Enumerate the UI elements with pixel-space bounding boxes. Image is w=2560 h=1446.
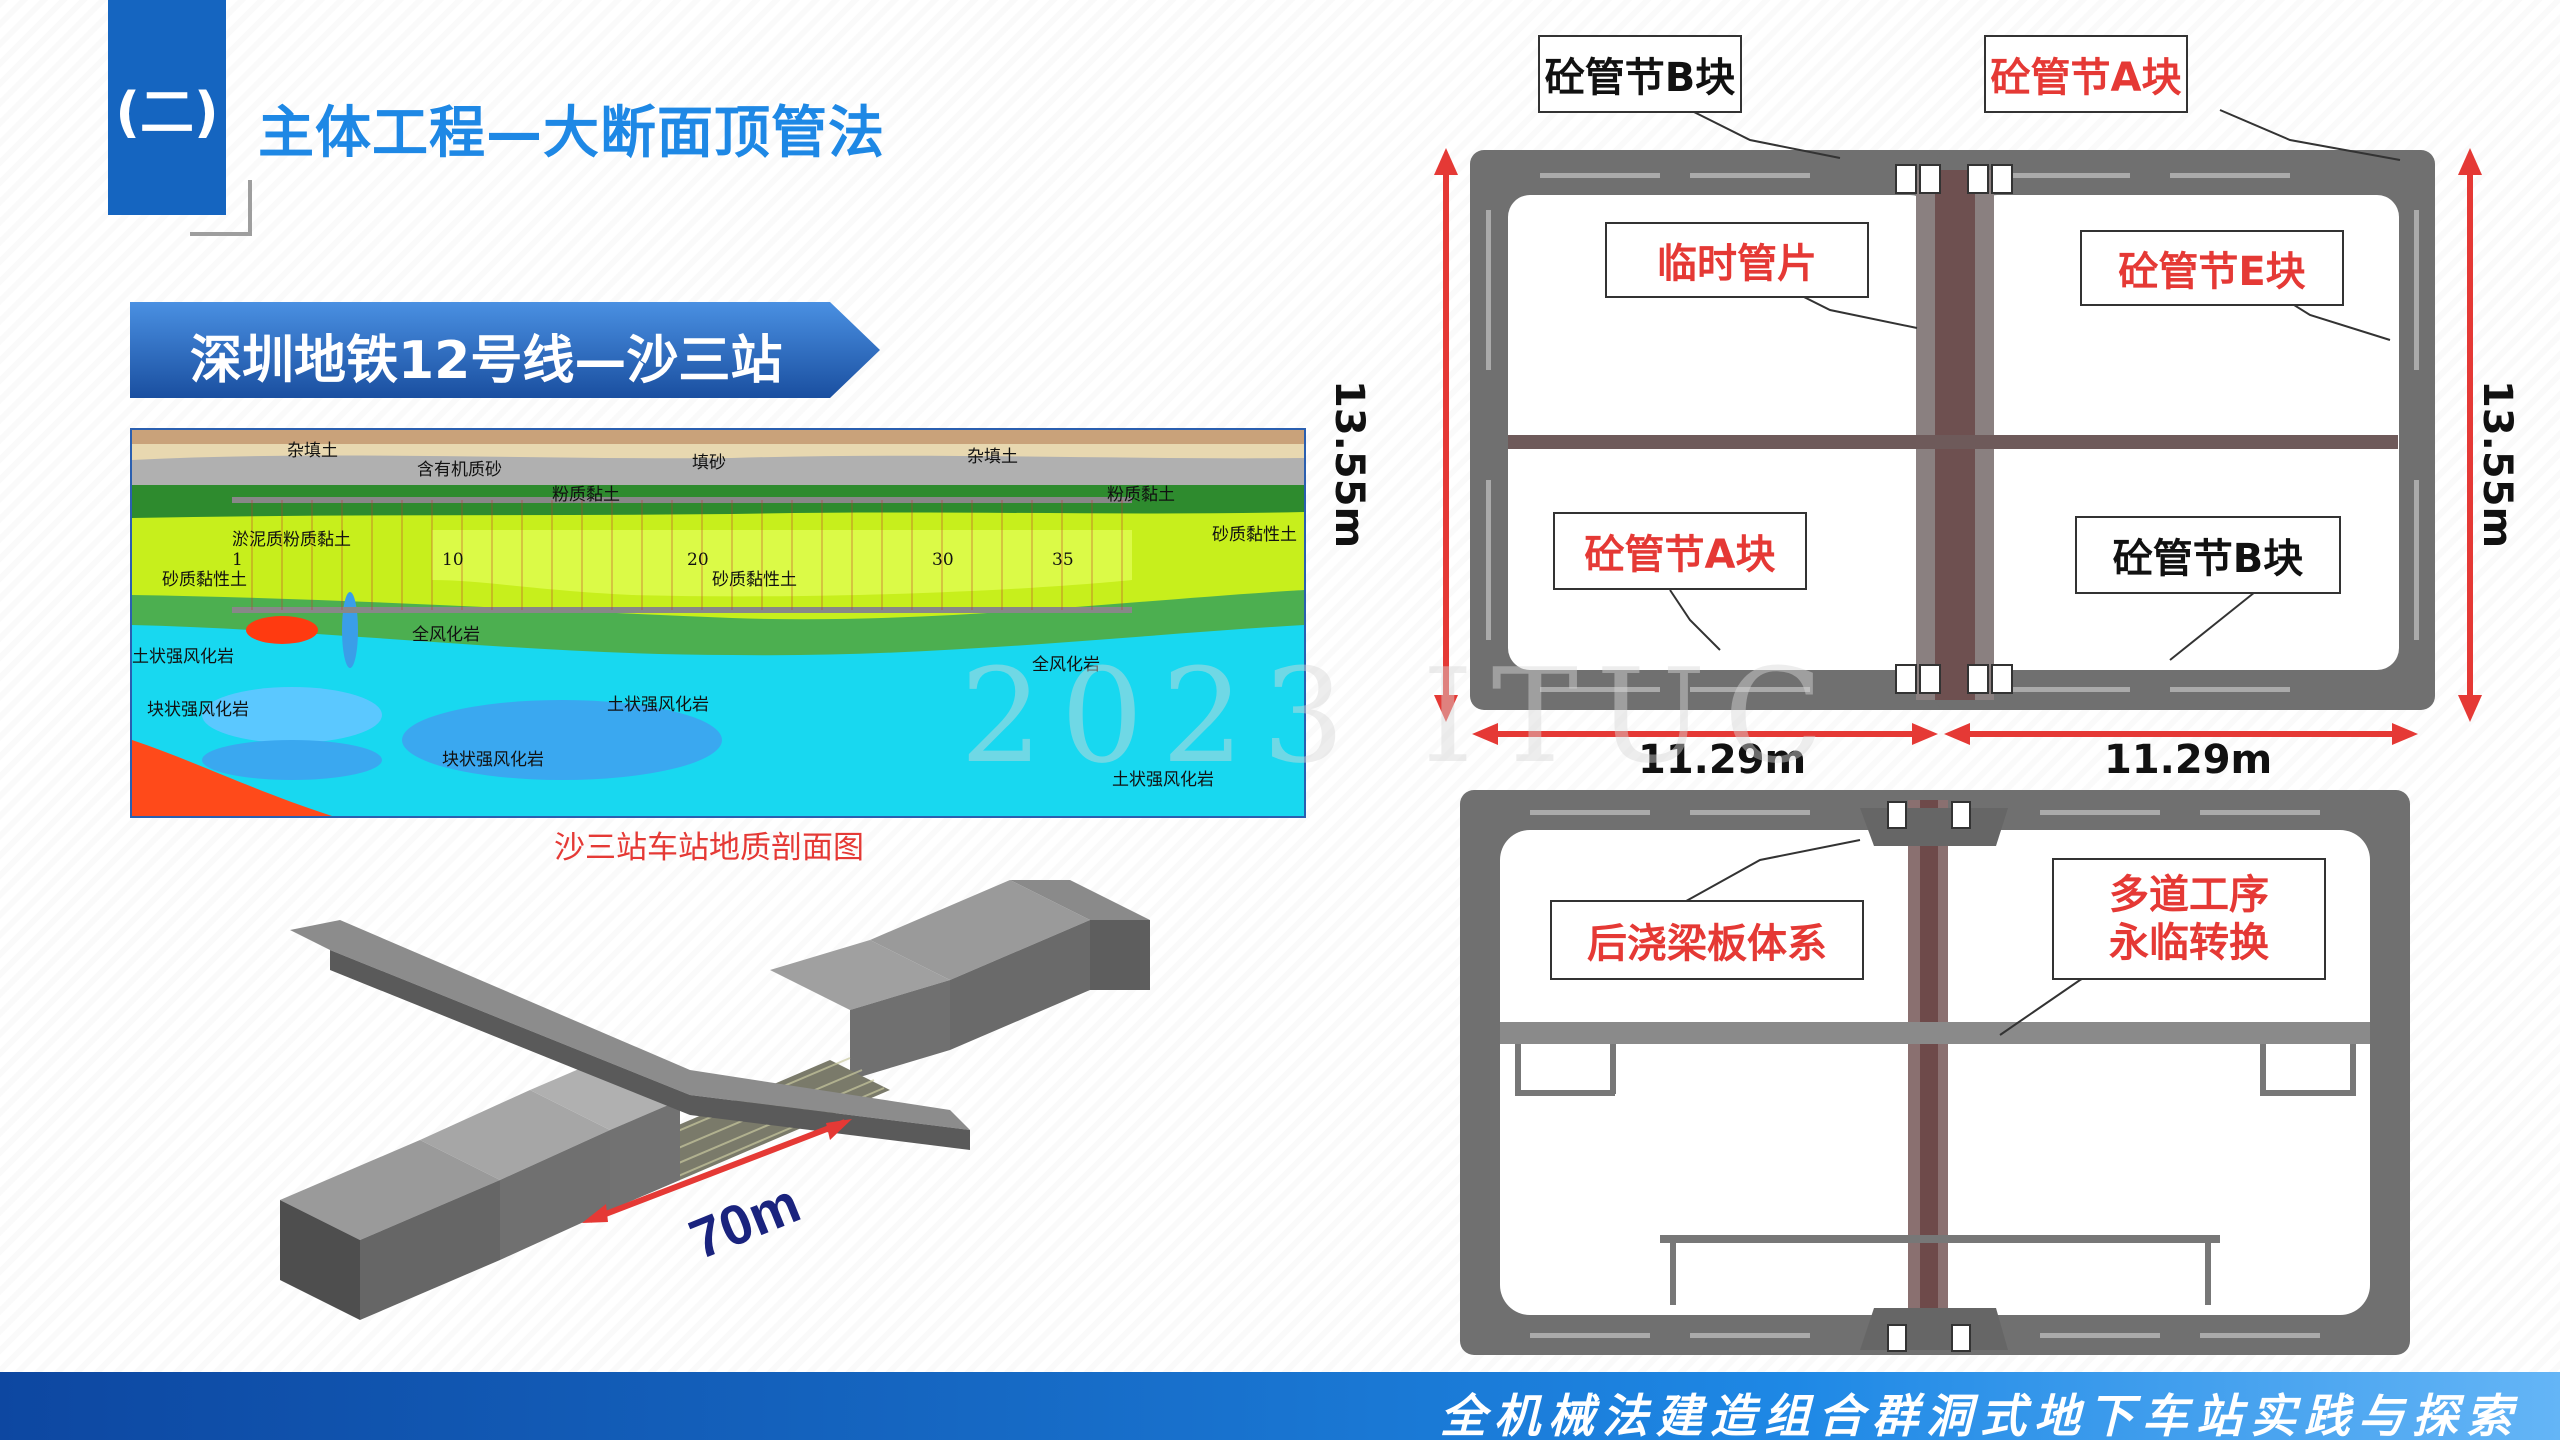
station-number: 30 xyxy=(932,550,954,570)
section-marker: (二) xyxy=(108,0,226,215)
layer-label: 填砂 xyxy=(692,453,726,473)
tunnel-length-label: 70m xyxy=(681,1171,809,1271)
section-marker-frame xyxy=(190,180,252,236)
layer-label: 砂质黏性土 xyxy=(162,570,247,590)
dim-height-right: 13.55m xyxy=(2474,380,2520,549)
layer-label: 块状强风化岩 xyxy=(442,750,544,770)
layer-label: 全风化岩 xyxy=(412,625,480,645)
dim-width-right: 11.29m xyxy=(2104,737,2273,783)
label-concrete-a-bottom: 砼管节A块 xyxy=(1553,512,1807,590)
layer-label: 粉质黏土 xyxy=(1107,485,1175,505)
label-concrete-b-top: 砼管节B块 xyxy=(1538,35,1742,113)
dim-width-left: 11.29m xyxy=(1638,737,1807,783)
layer-label: 含有机质砂 xyxy=(417,460,502,480)
footer-bar xyxy=(0,1372,2560,1440)
label-concrete-e: 砼管节E块 xyxy=(2080,230,2344,306)
label-multi-step-line2: 永临转换 xyxy=(2109,920,2269,966)
layer-label: 粉质黏土 xyxy=(552,485,620,505)
label-temporary-segment: 临时管片 xyxy=(1605,222,1869,298)
geology-caption: 沙三站车站地质剖面图 xyxy=(554,830,864,866)
station-3d-model: 70m xyxy=(280,880,1150,1320)
layer-label: 砂质黏性土 xyxy=(712,570,797,590)
subtitle: 深圳地铁12号线—沙三站 xyxy=(190,331,783,391)
geological-section: 杂填土 含有机质砂 填砂 杂填土 粉质黏土 粉质黏土 淤泥质粉质黏土 砂质黏性土… xyxy=(130,428,1306,818)
layer-label: 块状强风化岩 xyxy=(147,700,249,720)
dim-height-left: 13.55m xyxy=(1326,380,1372,549)
page-title: 主体工程—大断面顶管法 xyxy=(258,101,885,166)
label-multi-step: 多道工序 永临转换 xyxy=(2052,858,2326,980)
layer-label: 砂质黏性土 xyxy=(1212,525,1297,545)
footer-title: 全机械法建造组合群洞式地下车站实践与探索 xyxy=(1440,1389,2520,1443)
watermark: 2023 ITUC xyxy=(960,640,1842,792)
label-multi-step-line1: 多道工序 xyxy=(2109,872,2269,918)
layer-label: 淤泥质粉质黏土 xyxy=(232,530,351,550)
layer-label: 全风化岩 xyxy=(1032,655,1100,675)
layer-label: 土状强风化岩 xyxy=(1112,770,1214,790)
station-number: 20 xyxy=(687,550,709,570)
subtitle-banner xyxy=(130,302,880,398)
station-number: 10 xyxy=(442,550,464,570)
label-post-cast-beam: 后浇梁板体系 xyxy=(1550,900,1864,980)
layer-label: 土状强风化岩 xyxy=(607,695,709,715)
layer-label: 杂填土 xyxy=(967,447,1018,467)
station-number: 1 xyxy=(232,550,243,570)
label-concrete-a-top: 砼管节A块 xyxy=(1984,35,2188,113)
station-number: 35 xyxy=(1052,550,1074,570)
label-concrete-b-bottom: 砼管节B块 xyxy=(2075,516,2341,594)
layer-label: 杂填土 xyxy=(287,441,338,461)
layer-label: 土状强风化岩 xyxy=(132,647,234,667)
